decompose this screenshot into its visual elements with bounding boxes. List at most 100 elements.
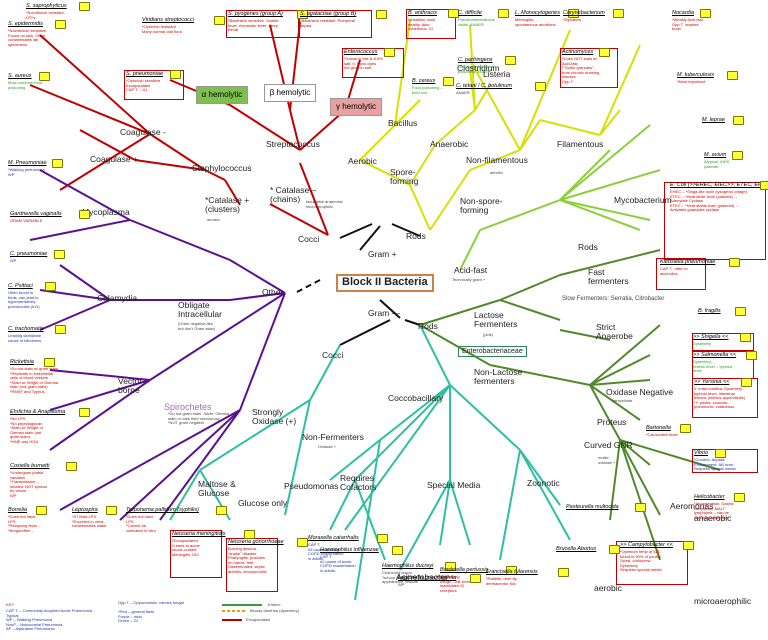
connector-line — [344, 384, 451, 531]
note-icon[interactable] — [297, 538, 309, 547]
note-icon[interactable] — [732, 116, 744, 125]
note-icon[interactable] — [448, 9, 460, 18]
hub-obligate: Obligate Intracellular — [178, 300, 222, 319]
note-icon[interactable] — [297, 10, 309, 19]
note-icon[interactable] — [682, 541, 694, 550]
connector-line — [59, 133, 151, 191]
note-icon[interactable] — [392, 546, 404, 555]
note-icon[interactable] — [375, 10, 387, 19]
organism-name: Vibrio — [694, 450, 708, 456]
note-icon[interactable] — [470, 574, 482, 583]
legend-key2-lines: Opp T – Opportunistic, mimics fungal *Re… — [118, 600, 184, 624]
hub-chlamydia: Chlamydia — [97, 293, 138, 303]
note-icon[interactable] — [79, 2, 91, 11]
connector-line — [309, 344, 341, 401]
organism-name: Helicobacter — [694, 494, 725, 500]
note-icon[interactable] — [729, 258, 741, 267]
organism-name: Treponema pallidum (syphilis) — [126, 507, 199, 513]
note-icon[interactable] — [740, 378, 752, 387]
note-icon[interactable] — [727, 71, 738, 80]
organism-note: Chancroid lesion, "school of fish" appea… — [382, 570, 418, 585]
hub-aeromonas: Aeromonas — [670, 501, 714, 511]
hub-cocci-neg: Cocci — [322, 350, 344, 360]
note-icon[interactable] — [534, 82, 546, 91]
connector-line — [519, 449, 561, 506]
note-icon[interactable] — [79, 408, 91, 417]
note-icon[interactable] — [734, 493, 746, 502]
hub-maltose: Maltose & Glucose — [198, 479, 236, 498]
note-icon[interactable] — [45, 282, 57, 291]
note-icon[interactable] — [444, 562, 456, 571]
hemolysis-box-2: γ hemolytic — [330, 98, 382, 116]
note-icon[interactable] — [498, 9, 510, 18]
connector-line — [449, 479, 471, 546]
note-icon[interactable] — [216, 506, 227, 515]
note-icon[interactable] — [699, 9, 711, 18]
note-icon[interactable] — [680, 424, 691, 433]
note-icon[interactable] — [635, 503, 647, 512]
note-icon[interactable] — [53, 250, 65, 259]
connector-line — [589, 354, 651, 386]
organism-note: ANAER — [456, 90, 470, 95]
note-icon[interactable] — [599, 48, 611, 57]
note-icon[interactable] — [613, 9, 624, 18]
connector-line — [299, 109, 346, 151]
note-icon[interactable] — [746, 351, 758, 360]
connector-line — [399, 479, 451, 571]
note-icon[interactable] — [377, 534, 389, 543]
note-icon[interactable] — [504, 56, 516, 65]
note-icon[interactable] — [715, 449, 727, 458]
note-icon[interactable] — [506, 566, 517, 575]
connector-line — [519, 449, 571, 541]
connector-line — [329, 479, 356, 531]
note-icon[interactable] — [54, 325, 66, 334]
organism-note: *Undergoes phase variation *Transmission… — [10, 470, 47, 498]
organism-name: Nocardia — [672, 10, 695, 16]
organism-name: Klebsiella pneumoniae — [660, 259, 716, 265]
note-icon[interactable] — [568, 9, 580, 18]
hub-zoonotic: Zoonotic — [527, 478, 560, 488]
hub-entero: Enterobacteriaceae — [458, 346, 527, 358]
hub-catalase-pos-note: aerobic — [207, 217, 221, 222]
highlight-box — [664, 182, 766, 260]
hub-rods-pos: Rods — [406, 231, 426, 241]
note-icon[interactable] — [558, 568, 570, 577]
connector-line — [39, 299, 111, 331]
note-icon[interactable] — [106, 506, 117, 515]
note-icon[interactable] — [35, 506, 47, 515]
note-icon[interactable] — [214, 16, 226, 25]
note-icon[interactable] — [384, 48, 396, 57]
note-icon[interactable] — [38, 72, 50, 81]
highlight-box — [124, 70, 184, 100]
note-icon[interactable] — [79, 210, 91, 219]
note-icon[interactable] — [54, 20, 66, 29]
organism-note: *Does NOT stain w/ Acid-fast *"Sulfur gr… — [562, 56, 600, 84]
organism-note: *Walking pneumonia WP — [8, 167, 45, 177]
note-icon[interactable] — [169, 70, 181, 79]
note-icon[interactable] — [731, 151, 743, 160]
hub-nonferm-note: Oxidase + — [318, 444, 337, 449]
note-icon[interactable] — [442, 77, 454, 86]
note-icon[interactable] — [44, 358, 55, 367]
organism-name: Haemophilus ducreyi — [382, 563, 434, 569]
organism-note: *Cat-scratch fever — [646, 432, 679, 437]
connector-line — [559, 199, 651, 221]
note-icon[interactable] — [735, 307, 747, 316]
note-icon[interactable] — [66, 462, 78, 471]
organism-name: L. Monocytogenes — [515, 10, 560, 16]
hub-curved: Curved GNR — [584, 440, 633, 450]
organism-name: S. pneumoniae — [126, 71, 163, 77]
organism-note: *Optimum temp of 42C found in 90% of pou… — [620, 549, 662, 573]
connector-line — [469, 59, 521, 151]
hub-mycobacterium: Mycobacterium — [614, 195, 672, 205]
hub-spore: Spore- forming — [390, 167, 419, 186]
note-icon[interactable] — [739, 333, 751, 342]
note-icon[interactable] — [51, 159, 63, 168]
note-icon[interactable] — [760, 181, 768, 190]
note-icon[interactable] — [244, 530, 256, 539]
hub-staph: Staphylococcus — [192, 163, 252, 173]
note-icon[interactable] — [609, 545, 621, 554]
hub-aerobic2: aerobic — [594, 583, 622, 593]
organism-note: GRAM VARIABLE — [10, 218, 43, 223]
hub-anaerobic: Anaerobic — [430, 139, 469, 149]
